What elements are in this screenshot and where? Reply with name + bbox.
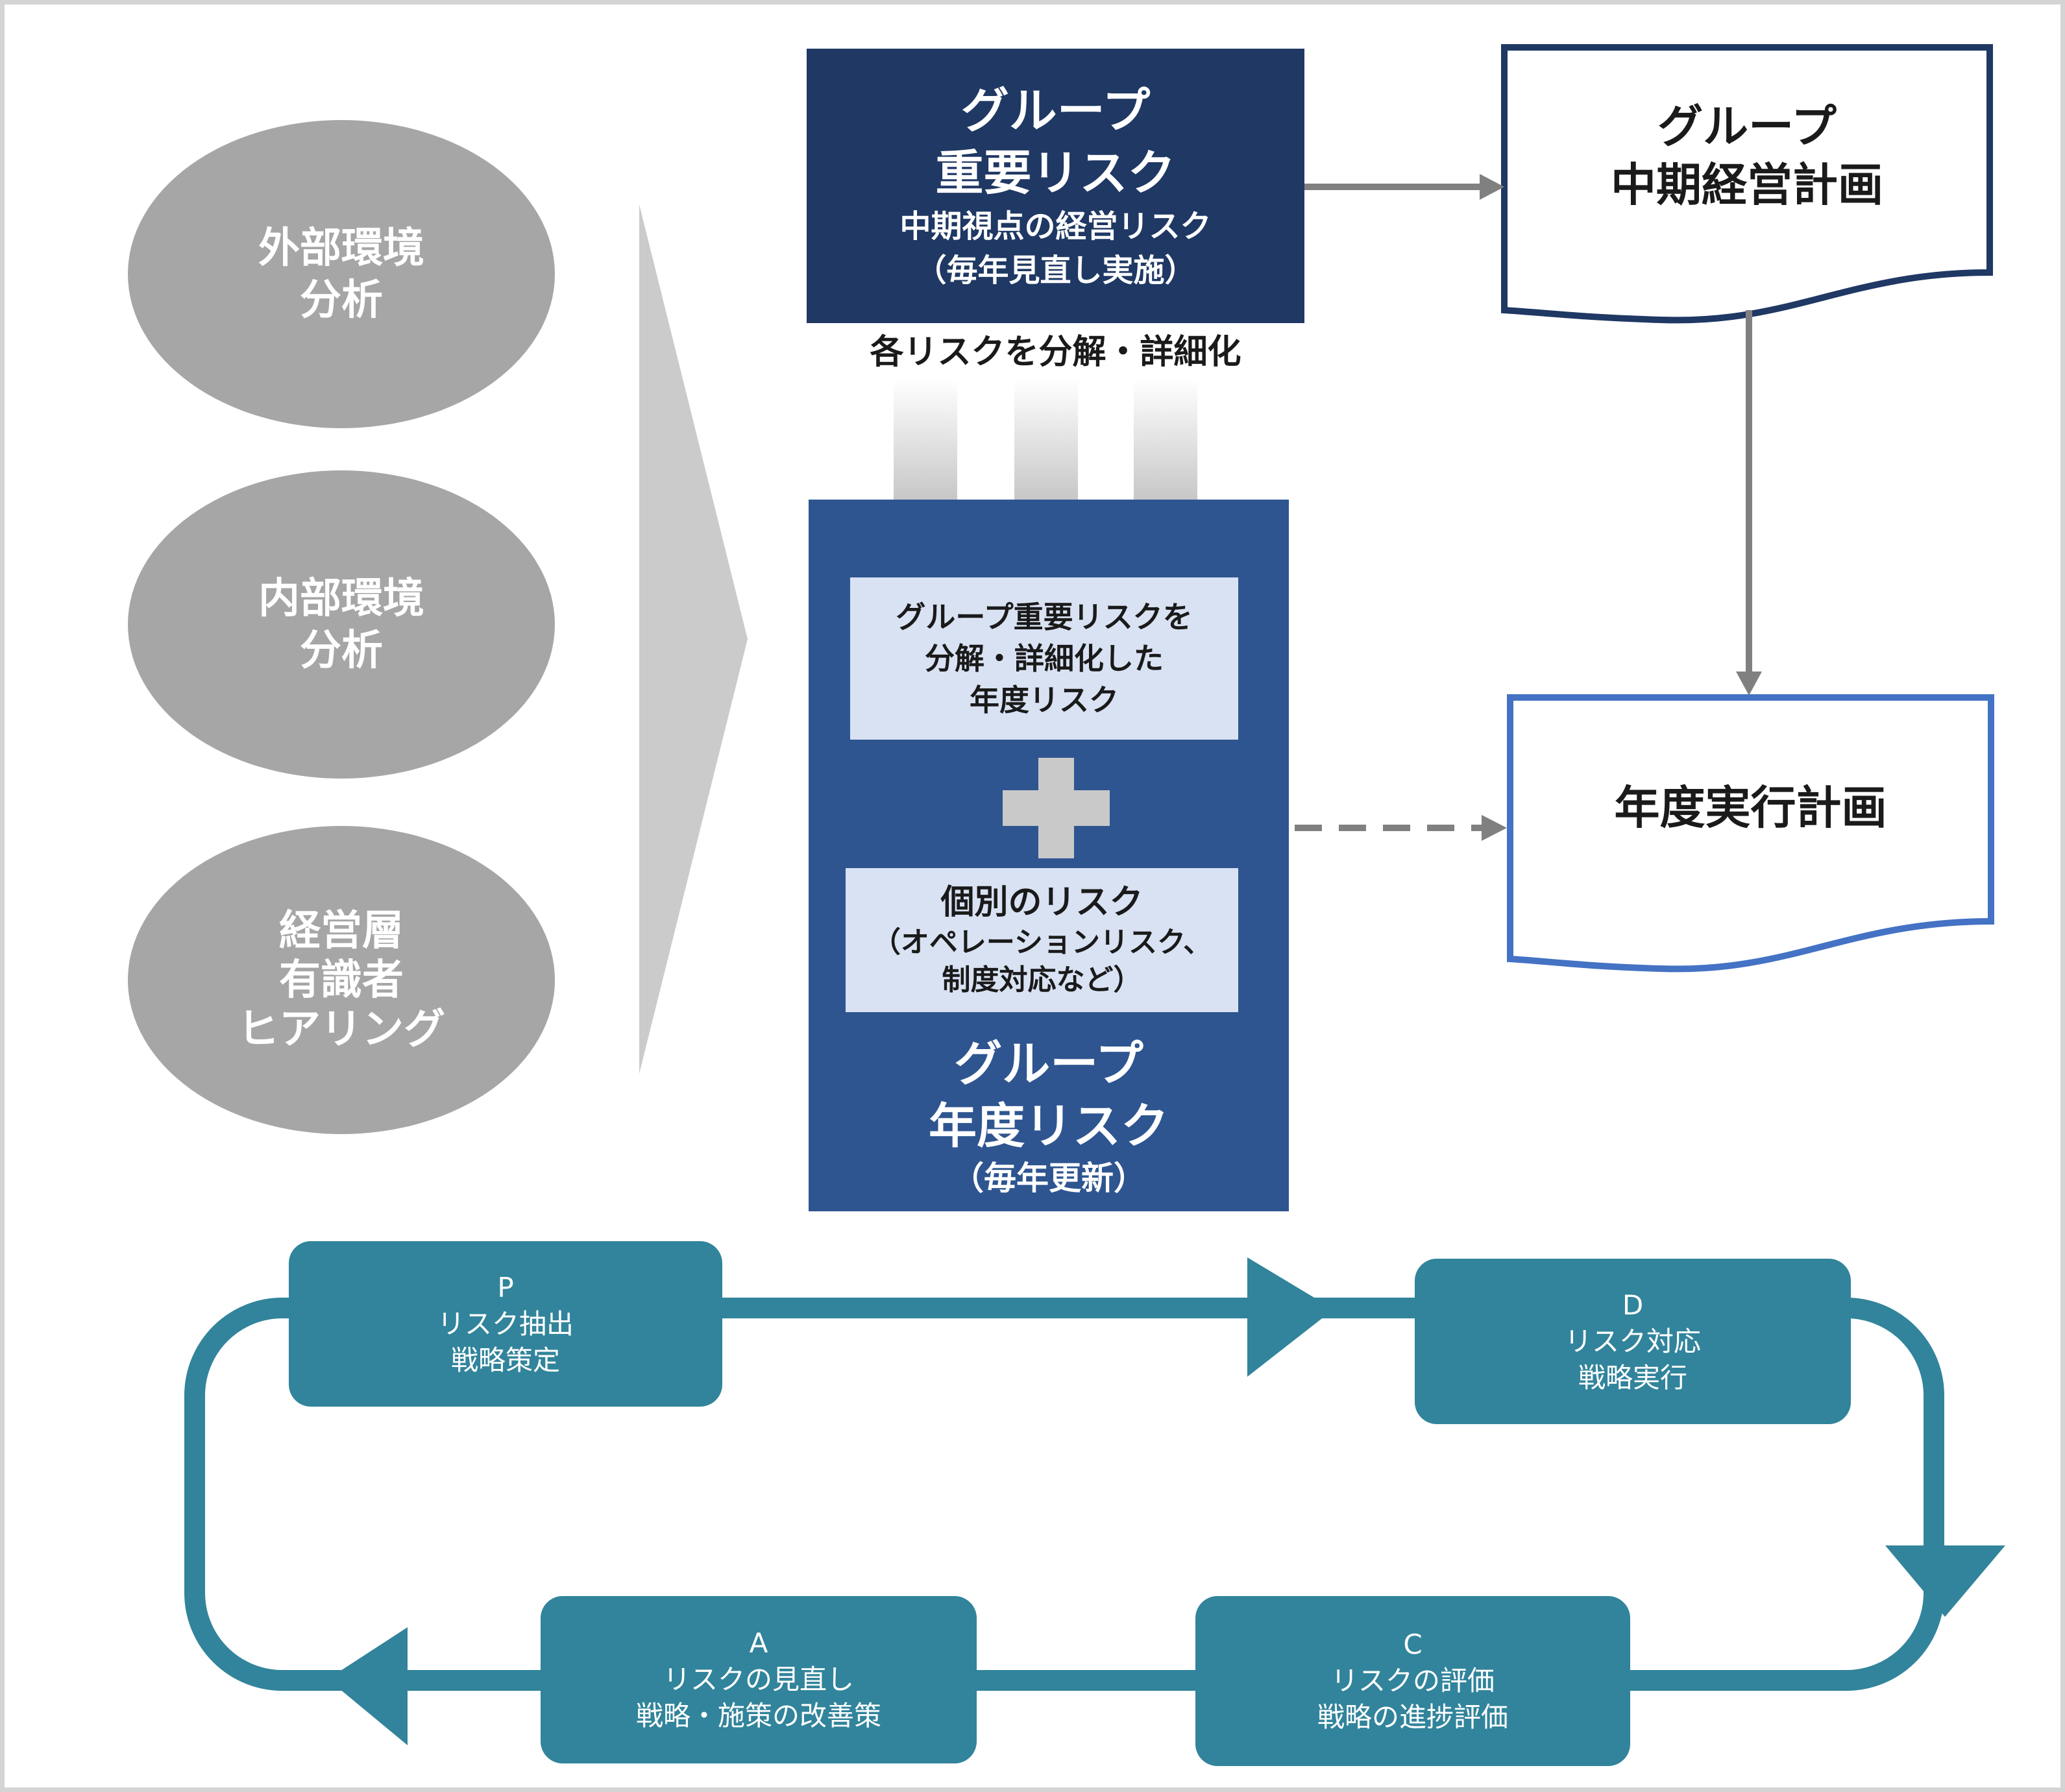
annual-plan-shape <box>1507 694 1994 973</box>
pdca-arrow-left <box>328 1627 408 1745</box>
pdca-loop <box>184 1298 1944 1691</box>
pdca-check-box: C リスクの評価 戦略の進捗評価 <box>1195 1596 1630 1766</box>
group-key-risk-title2: 重要リスク <box>935 145 1176 201</box>
big-chevron-arrow <box>639 204 748 1074</box>
ellipse-management-hearing: 経営層 有識者 ヒアリング <box>128 826 555 1134</box>
ellipse-internal-analysis: 内部環境 分析 <box>128 470 555 779</box>
ellipse-external-analysis: 外部環境 分析 <box>128 120 555 428</box>
pdca-arrow-down <box>1885 1545 2005 1617</box>
pdca-act-box: A リスクの見直し 戦略・施策の改善策 <box>541 1596 977 1763</box>
decompose-label: 各リスクを分解・詳細化 <box>870 333 1241 372</box>
group-key-risk-box: グループ 重要リスク 中期視点の経営リスク （毎年見直し実施） <box>807 49 1304 323</box>
annual-plan-text: 年度実行計画 <box>1614 781 1887 834</box>
group-key-risk-sub2: （毎年見直し実施） <box>915 252 1196 289</box>
individual-risk-box: 個別のリスク （オペレーションリスク、 制度対応など） <box>846 868 1238 1012</box>
pdca-plan-box: P リスク抽出 戦略策定 <box>289 1241 722 1407</box>
pdca-do-box: D リスク対応 戦略実行 <box>1415 1259 1851 1424</box>
mid-term-plan-text: グループ 中期経営計画 <box>1611 100 1883 212</box>
group-key-risk-title1: グループ <box>960 82 1151 139</box>
group-key-risk-sub1: 中期視点の経営リスク <box>899 208 1212 245</box>
annual-risk-decomposed-box: グループ重要リスクを 分解・詳細化した 年度リスク <box>850 577 1238 740</box>
mid-term-plan-shape <box>1501 44 1993 324</box>
plus-icon <box>1003 758 1110 858</box>
group-annual-risk-title: グループ 年度リスク （毎年更新） <box>929 1036 1169 1197</box>
pdca-arrow-right <box>1247 1257 1334 1377</box>
